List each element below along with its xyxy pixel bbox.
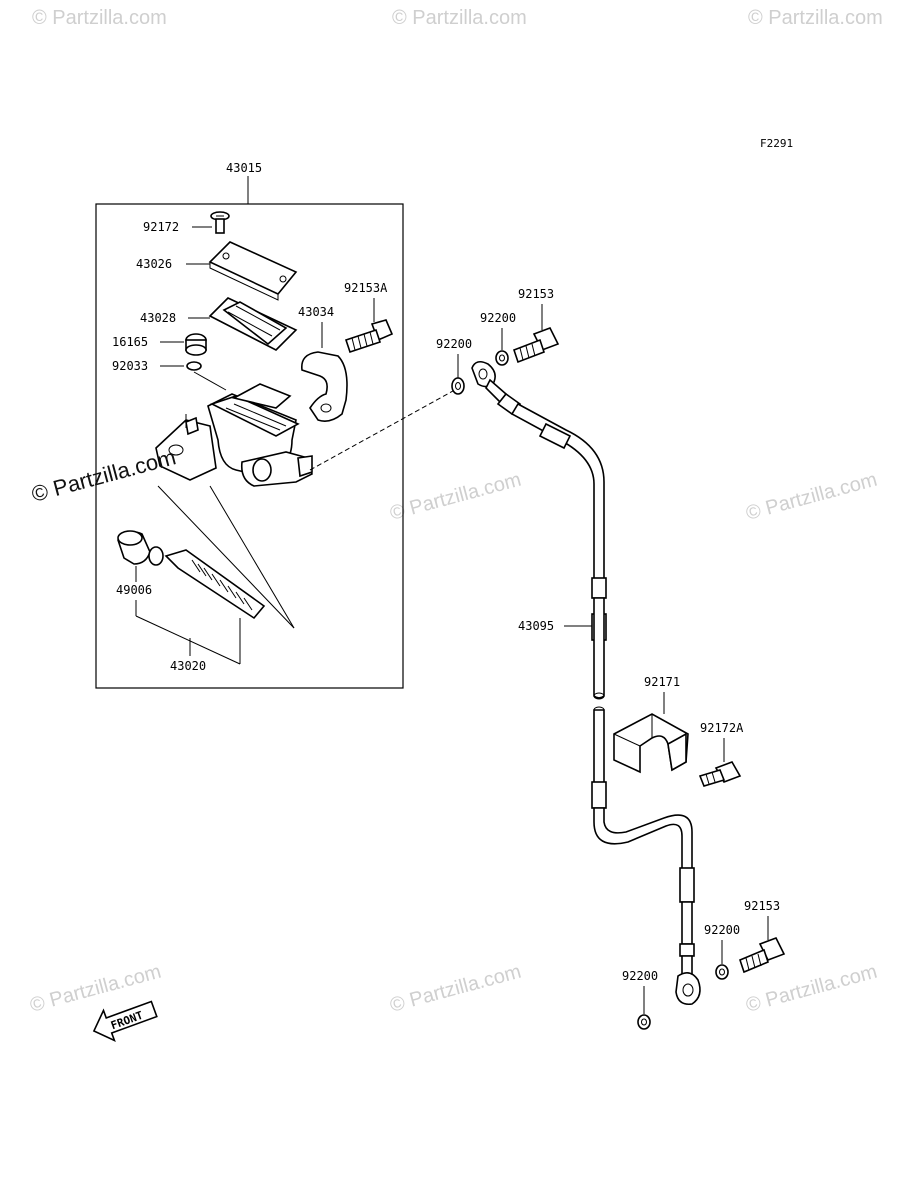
front-arrow-icon: FRONT bbox=[92, 1000, 158, 1043]
watermark: © Partzilla.com bbox=[392, 7, 527, 29]
label-49006: 49006 bbox=[116, 583, 152, 597]
assembly-box-43015: 43015 bbox=[95, 161, 404, 689]
clamp-43034: 43034 bbox=[298, 305, 348, 422]
watermark: © Partzilla.com bbox=[32, 7, 167, 29]
watermark: © Partzilla.com bbox=[388, 961, 524, 1017]
label-92171: 92171 bbox=[644, 675, 680, 689]
watermark-layer: © Partzilla.com © Partzilla.com © Partzi… bbox=[28, 7, 883, 1017]
label-92172A: 92172A bbox=[700, 721, 744, 735]
upper-banjo-fittings: 92153 92200 92200 bbox=[436, 287, 560, 395]
label-43020: 43020 bbox=[170, 659, 206, 673]
cover-43026: 43026 bbox=[136, 241, 298, 301]
screw-92172A: 92172A bbox=[698, 721, 744, 787]
brake-hose-43095: 43095 bbox=[485, 378, 701, 1006]
label-43028: 43028 bbox=[140, 311, 176, 325]
plate-16165: 16165 bbox=[112, 333, 207, 356]
piston-kit-43020: 43020 bbox=[135, 600, 241, 673]
watermark: © Partzilla.com bbox=[748, 7, 883, 29]
label-92200-b: 92200 bbox=[436, 337, 472, 351]
label-92172: 92172 bbox=[143, 220, 179, 234]
diaphragm-43028: 43028 bbox=[140, 297, 298, 351]
figure-code: F2291 bbox=[760, 137, 793, 150]
label-43015: 43015 bbox=[226, 161, 262, 175]
label-43034: 43034 bbox=[298, 305, 334, 319]
watermark-main: © Partzilla.com bbox=[29, 444, 179, 507]
ring-92033: 92033 bbox=[112, 359, 227, 391]
clamp-92171: 92171 bbox=[613, 675, 689, 774]
label-92033: 92033 bbox=[112, 359, 148, 373]
piston-kit-49006: 49006 bbox=[116, 530, 266, 620]
label-92200-a: 92200 bbox=[480, 311, 516, 325]
master-cylinder-body bbox=[155, 383, 463, 487]
lower-banjo-fittings: 92153 92200 92200 bbox=[622, 899, 786, 1030]
label-43026: 43026 bbox=[136, 257, 172, 271]
watermark: © Partzilla.com bbox=[388, 469, 524, 525]
label-43095: 43095 bbox=[518, 619, 554, 633]
label-16165: 16165 bbox=[112, 335, 148, 349]
label-92200-c: 92200 bbox=[704, 923, 740, 937]
label-92153-bot: 92153 bbox=[744, 899, 780, 913]
explode-lines bbox=[157, 485, 295, 629]
watermark: © Partzilla.com bbox=[744, 469, 880, 525]
label-92200-d: 92200 bbox=[622, 969, 658, 983]
screw-92172: 92172 bbox=[143, 211, 230, 234]
label-92153A: 92153A bbox=[344, 281, 388, 295]
watermark: © Partzilla.com bbox=[744, 961, 880, 1017]
bolt-92153A: 92153A bbox=[344, 281, 394, 354]
label-92153-top: 92153 bbox=[518, 287, 554, 301]
